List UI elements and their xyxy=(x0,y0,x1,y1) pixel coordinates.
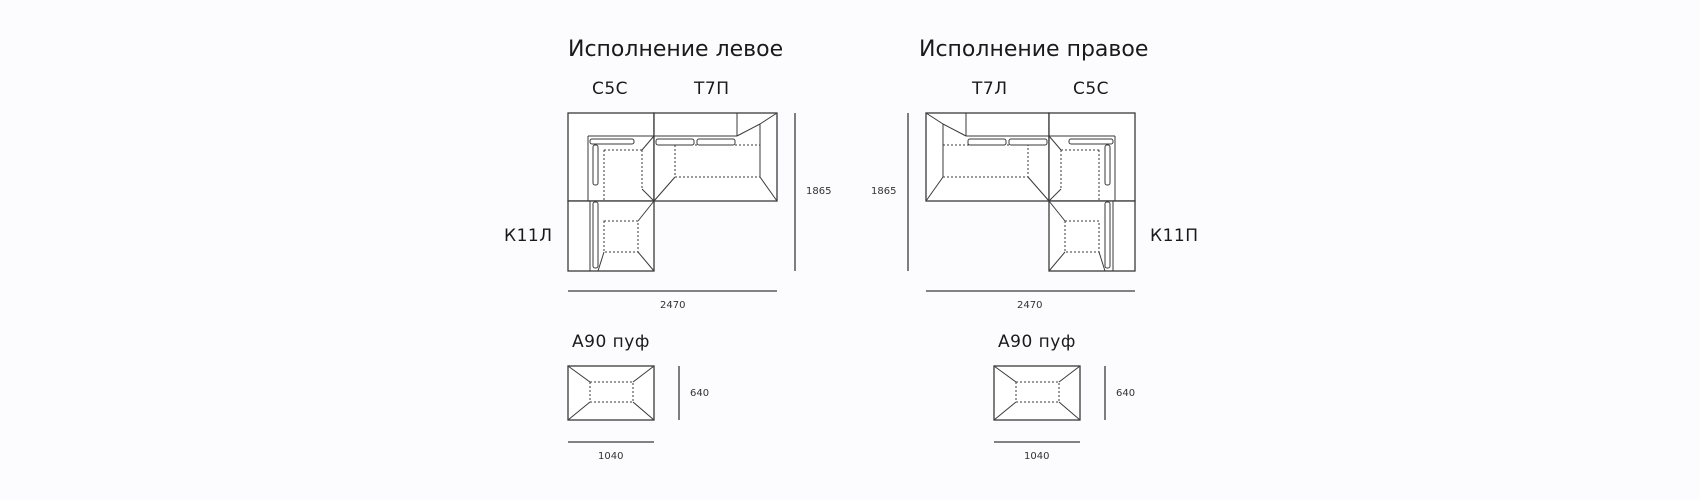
left-pouf-height-dimension: 640 xyxy=(690,388,710,399)
right-module-c5c xyxy=(1048,112,1136,202)
left-module-t7 xyxy=(653,112,778,202)
right-module-c5c-label: С5С xyxy=(1073,79,1110,99)
right-pouf-height-dimension: 640 xyxy=(1116,388,1136,399)
right-pouf-title: А90 пуф xyxy=(998,332,1076,352)
left-pouf-title: А90 пуф xyxy=(572,332,650,352)
left-pouf xyxy=(567,365,655,421)
left-version-title: Исполнение левое xyxy=(568,37,784,62)
right-height-dimension: 1865 xyxy=(871,186,897,197)
right-width-dimension: 2470 xyxy=(1017,300,1043,311)
left-module-k11 xyxy=(567,200,655,272)
right-module-k11-label: К11П xyxy=(1150,226,1199,246)
right-version-title: Исполнение правое xyxy=(919,37,1149,62)
left-width-dimension: 2470 xyxy=(660,300,686,311)
right-pouf xyxy=(993,365,1081,421)
left-layout xyxy=(567,112,796,443)
left-pouf-width-dimension: 1040 xyxy=(598,451,624,462)
left-module-c5c-label: С5С xyxy=(592,79,629,99)
right-module-k11 xyxy=(1048,200,1136,272)
left-module-t7-label: Т7П xyxy=(694,79,730,99)
left-module-c5c xyxy=(567,112,655,202)
right-module-t7 xyxy=(925,112,1050,202)
right-module-t7-label: Т7Л xyxy=(972,79,1008,99)
left-height-dimension: 1865 xyxy=(806,186,832,197)
right-pouf-width-dimension: 1040 xyxy=(1024,451,1050,462)
right-layout xyxy=(907,112,1136,443)
left-module-k11-label: К11Л xyxy=(504,226,553,246)
